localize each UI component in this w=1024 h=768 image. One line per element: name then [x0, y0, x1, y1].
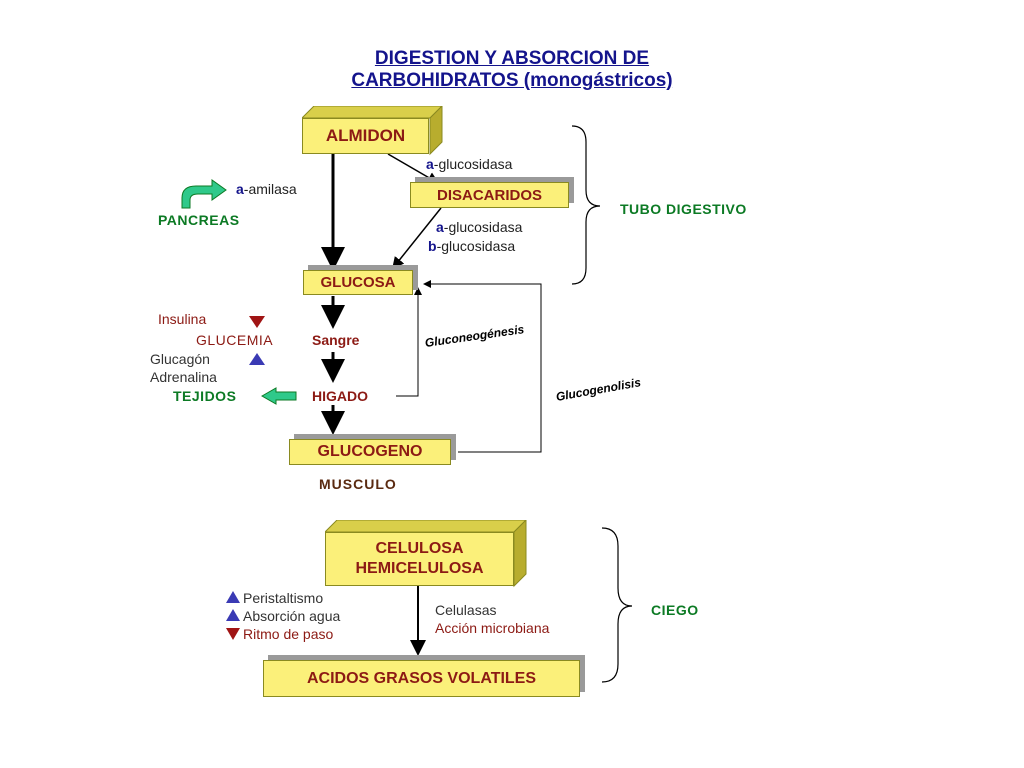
celulosa-box-depth	[325, 520, 527, 588]
pancreas-label: PANCREAS	[158, 212, 240, 228]
glucagon-up-triangle-icon	[249, 353, 265, 365]
higado-label: HIGADO	[312, 388, 368, 404]
almidon-box: ALMIDON	[302, 118, 429, 154]
hemicelulosa-label: HEMICELULOSA	[355, 560, 484, 577]
insulina-label: Insulina	[158, 311, 207, 327]
brace-tubo-digestivo	[571, 125, 601, 285]
glucogenolisis-loop	[423, 280, 542, 453]
celulosa-box: CELULOSA HEMICELULOSA	[325, 532, 514, 586]
celulosa-label: CELULOSA	[375, 540, 464, 557]
disacaridos-box: DISACARIDOS	[410, 182, 569, 208]
arrow-almidon-disacaridos	[387, 153, 440, 184]
title-line-2: CARBOHIDRATOS (monogástricos)	[351, 70, 673, 91]
musculo-label: MUSCULO	[319, 476, 397, 492]
tubo-digestivo-label: TUBO DIGESTIVO	[620, 201, 747, 217]
glucemia-label: GLUCEMIA	[196, 332, 274, 348]
absorcion-up-triangle-icon	[226, 609, 240, 621]
insulina-down-triangle-icon	[249, 316, 265, 328]
gluconeogenesis-loop	[396, 287, 422, 397]
tejidos-arrow-icon	[260, 387, 297, 405]
alfa-glucosidasa-label-2: a-glucosidasa	[436, 219, 523, 235]
pancreas-arrow-icon	[181, 179, 227, 209]
adrenalina-label: Adrenalina	[150, 369, 217, 385]
beta-glucosidasa-label: b-glucosidasa	[428, 238, 516, 254]
glucogeno-box: GLUCOGENO	[289, 439, 451, 465]
glucagon-label: Glucagón	[150, 351, 210, 367]
sangre-label: Sangre	[312, 332, 360, 348]
peristaltismo-label: Peristaltismo	[243, 590, 324, 606]
ciego-label: CIEGO	[651, 602, 699, 618]
absorcion-agua-label: Absorción agua	[243, 608, 341, 624]
ritmo-down-triangle-icon	[226, 628, 240, 640]
brace-ciego	[601, 527, 633, 683]
tejidos-label: TEJIDOS	[173, 388, 237, 404]
title-line-1: DIGESTION Y ABSORCION DE	[374, 48, 650, 69]
alfa-glucosidasa-label-1: a-glucosidasa	[426, 156, 513, 172]
alfa-amilasa-label: a-amilasa	[236, 181, 297, 197]
glucosa-box: GLUCOSA	[303, 270, 413, 295]
peristaltismo-up-triangle-icon	[226, 591, 240, 603]
celulasas-label: Celulasas	[435, 602, 497, 618]
agv-box: ACIDOS GRASOS VOLATILES	[263, 660, 580, 697]
ritmo-paso-label: Ritmo de paso	[243, 626, 334, 642]
accion-microbiana-label: Acción microbiana	[435, 620, 550, 636]
arrow-disacaridos-glucosa	[392, 207, 442, 270]
